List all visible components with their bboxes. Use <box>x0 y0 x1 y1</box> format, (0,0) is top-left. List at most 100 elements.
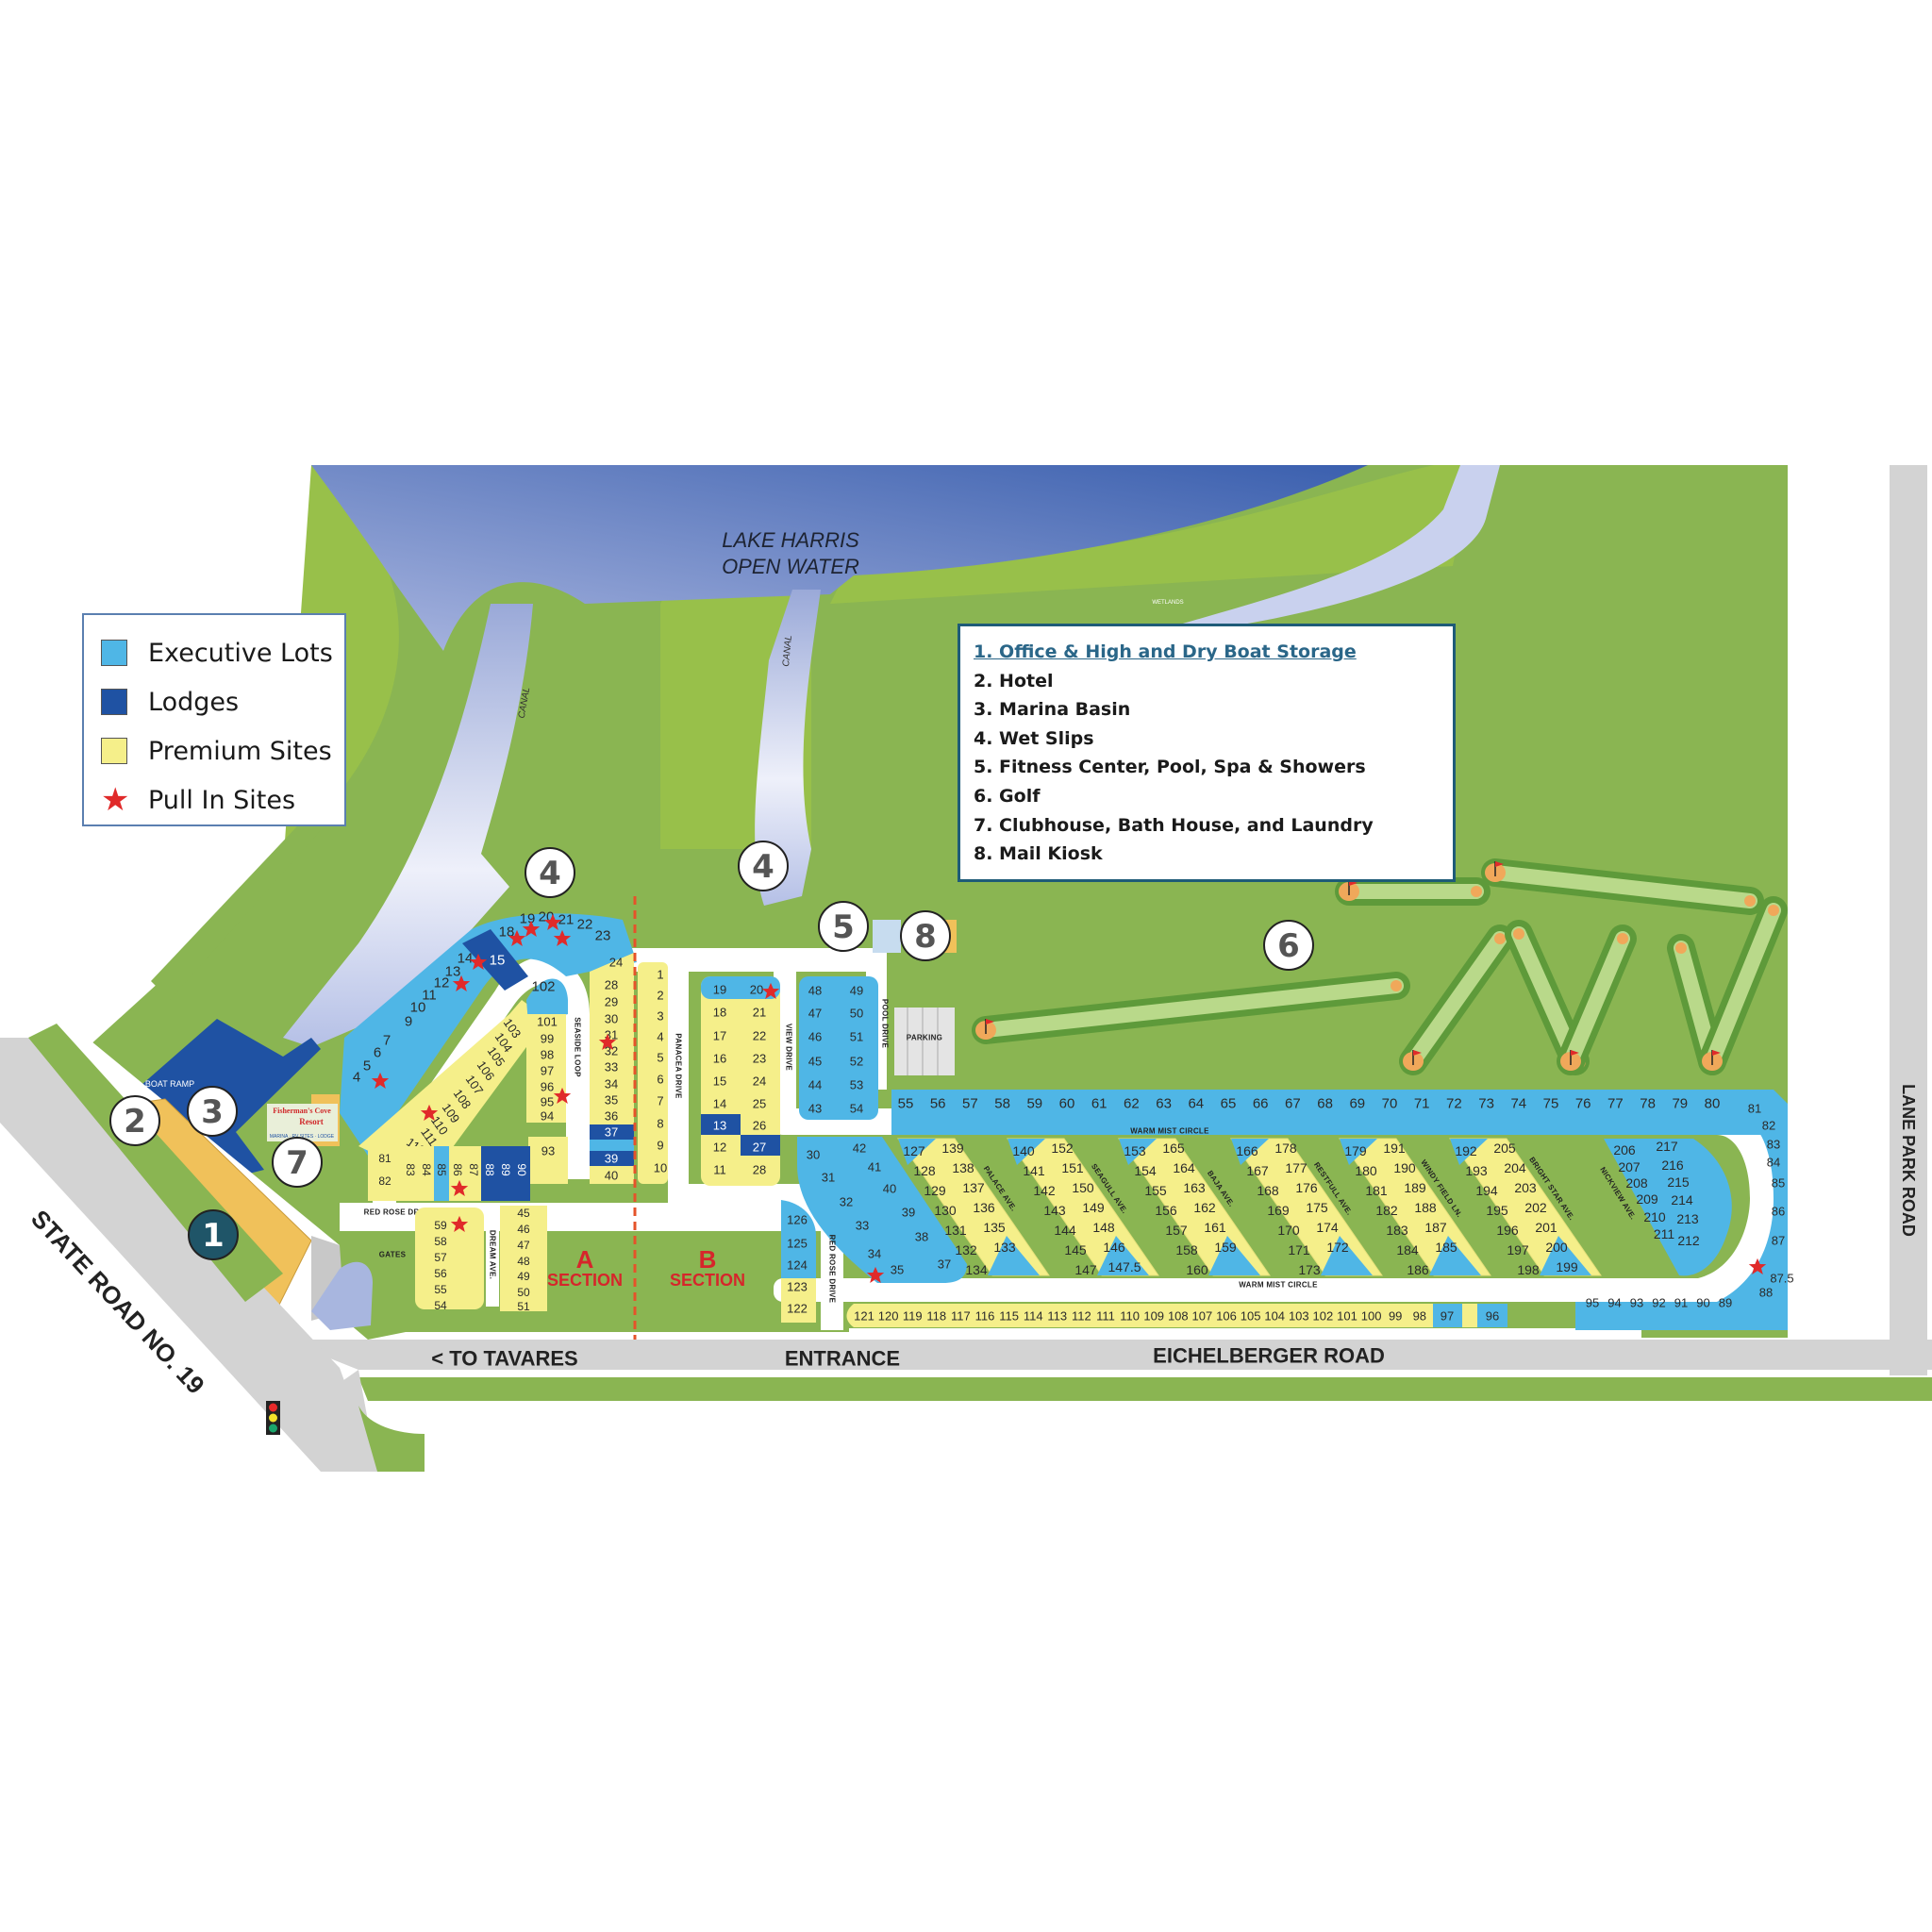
lot: 28 <box>753 1163 766 1177</box>
lot: 184 <box>1396 1242 1419 1257</box>
lot: 152 <box>1051 1141 1074 1156</box>
lot: 158 <box>1175 1242 1198 1257</box>
lot: 84 <box>1767 1156 1780 1170</box>
lot: 205 <box>1493 1141 1516 1156</box>
lot: 59 <box>1026 1096 1042 1112</box>
key-item-office[interactable]: 1. Office & High and Dry Boat Storage <box>974 641 1357 662</box>
lot: 100 <box>1361 1309 1382 1324</box>
legend-item-lodges: Lodges <box>101 677 344 726</box>
lot: 46 <box>517 1223 530 1236</box>
golf-hole-4 <box>1399 924 1514 1075</box>
marker-1[interactable]: 1 <box>188 1209 239 1260</box>
lot: 116 <box>975 1309 995 1324</box>
lot: 93 <box>1630 1296 1643 1310</box>
lot: 160 <box>1186 1262 1208 1277</box>
lot: 57 <box>434 1251 447 1264</box>
lot: 47 <box>808 1007 822 1021</box>
section-b-view-drive: 48 47 46 45 44 43 49 50 51 52 53 54 POOL… <box>799 976 890 1120</box>
lot: 138 <box>952 1160 974 1175</box>
parking-label: PARKING <box>907 1034 942 1042</box>
section-b-letter: B <box>699 1245 717 1274</box>
to-tavares-label: < TO TAVARES <box>431 1347 577 1371</box>
lot: 87.5 <box>1770 1272 1793 1286</box>
lot: 5 <box>363 1058 371 1074</box>
lot: 124 <box>787 1258 808 1273</box>
canals: CANAL CANAL <box>283 590 821 1047</box>
lot: 21 <box>558 912 575 928</box>
lot: 104 <box>1264 1309 1285 1324</box>
parking-lot: PARKING <box>894 1008 955 1075</box>
lot: 107 <box>1192 1309 1213 1324</box>
lake-harris: LAKE HARRIS OPEN WATER WETLANDS <box>311 465 1500 651</box>
lot: 197 <box>1507 1242 1529 1257</box>
lot: 118 <box>926 1309 946 1324</box>
lot: 49 <box>850 984 863 998</box>
lot: 171 <box>1288 1242 1310 1257</box>
lot: 147.5 <box>1108 1259 1141 1274</box>
marker-8[interactable]: 8 <box>900 910 951 961</box>
lot: 67 <box>1285 1096 1301 1112</box>
marker-3[interactable]: 3 <box>187 1086 238 1137</box>
lot: 68 <box>1317 1096 1333 1112</box>
marker-2[interactable]: 2 <box>109 1095 160 1146</box>
dream-ave-label: DREAM AVE. <box>489 1230 497 1279</box>
lot: 174 <box>1316 1220 1339 1235</box>
lot: 206 <box>1613 1142 1636 1158</box>
lot: 6 <box>657 1073 663 1087</box>
section-a-seaside-west: 102 101 99 98 97 96 95 94 SEASIDE LOOP <box>526 978 582 1124</box>
marker-number: 5 <box>832 908 855 946</box>
lot: 105 <box>1241 1309 1261 1324</box>
lot: 48 <box>808 984 822 998</box>
lot: 98 <box>1413 1309 1426 1324</box>
lot: 19 <box>520 911 536 927</box>
lot: 12 <box>713 1141 726 1155</box>
lot: 180 <box>1355 1163 1377 1178</box>
lot: 125 <box>787 1237 808 1251</box>
pool <box>873 920 901 953</box>
lot: 65 <box>1221 1096 1237 1112</box>
lot: 20 <box>750 983 763 997</box>
eichelberger-road-label: EICHELBERGER ROAD <box>1153 1344 1385 1368</box>
lot: 64 <box>1188 1096 1204 1112</box>
marker-7[interactable]: 7 <box>272 1137 323 1188</box>
lot: 202 <box>1524 1200 1547 1215</box>
lot: 38 <box>915 1230 928 1244</box>
lot: 74 <box>1510 1096 1526 1112</box>
lot: 81 <box>1748 1102 1761 1116</box>
lot: 10 <box>410 1000 426 1016</box>
marker-4[interactable]: 4 <box>738 841 789 891</box>
lot: 32 <box>840 1195 853 1209</box>
resort-sign-line1: Fisherman's Cove <box>273 1107 331 1115</box>
lot: 96 <box>541 1080 554 1094</box>
golf-hole-3 <box>1481 858 1764 915</box>
lot: 56 <box>434 1267 447 1280</box>
lot: 106 <box>1216 1309 1237 1324</box>
lot: 173 <box>1298 1262 1321 1277</box>
lot: 131 <box>944 1223 967 1238</box>
lot: 35 <box>891 1263 904 1277</box>
marker-4[interactable]: 4 <box>525 847 575 898</box>
lot: 146 <box>1103 1240 1125 1255</box>
golf-course <box>972 858 1788 1075</box>
lot: 89 <box>1719 1296 1732 1310</box>
lot: 55 <box>898 1096 914 1112</box>
lot-102: 102 <box>531 979 555 995</box>
lot: 46 <box>808 1030 822 1044</box>
legend-label: Premium Sites <box>148 736 332 766</box>
golf-hole-8 <box>1698 896 1788 1075</box>
lot: 215 <box>1667 1174 1690 1190</box>
lot: 88 <box>483 1163 496 1176</box>
lot: 132 <box>955 1242 977 1257</box>
section-b-col1: 1 2 3 4 5 6 7 8 9 10 PANACEA DRIVE <box>638 962 683 1184</box>
red-rose-drive-label: RED ROSE DRIVE <box>364 1208 433 1217</box>
section-a-red-rose-row: 81 82 83 84 85 86 87 88 89 90 RED ROSE D… <box>364 1146 530 1259</box>
lot: 39 <box>902 1206 915 1220</box>
lot: 189 <box>1404 1180 1426 1195</box>
marker-6[interactable]: 6 <box>1263 920 1314 971</box>
lot: 172 <box>1326 1240 1349 1255</box>
state-road-19 <box>0 1038 377 1472</box>
marker-number: 6 <box>1277 927 1300 965</box>
marker-5[interactable]: 5 <box>818 901 869 952</box>
